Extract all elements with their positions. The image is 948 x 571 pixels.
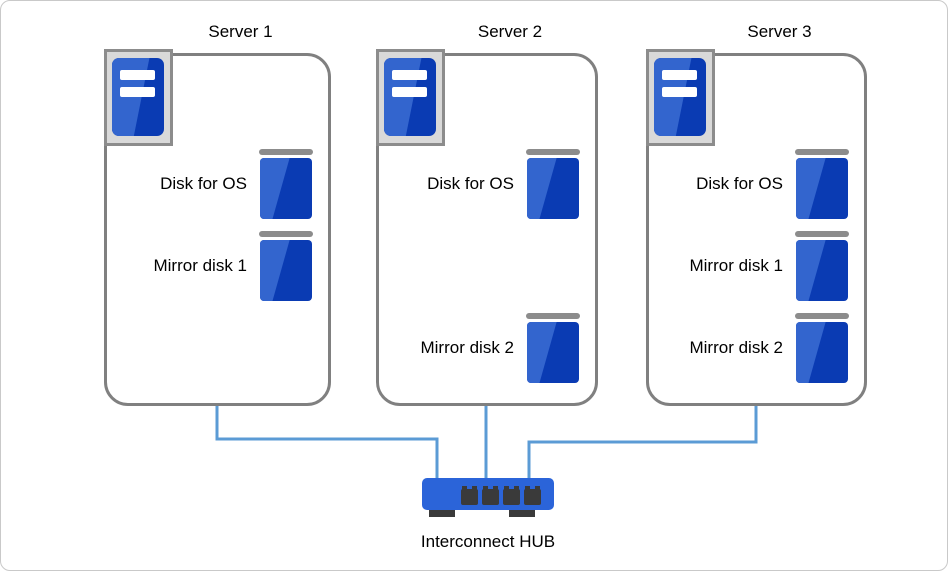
disk-icon	[259, 231, 313, 301]
disk-label: Mirror disk 2	[689, 338, 783, 357]
hub-foot	[509, 510, 535, 517]
disk-cap	[526, 313, 580, 319]
server-box: Disk for OS Mirror disk 1 Mirror disk 2	[646, 49, 867, 406]
server-box: Disk for OS Mirror disk 2	[376, 49, 598, 406]
disk-row: Mirror disk 2	[661, 313, 849, 383]
disk-cap	[259, 149, 313, 155]
disk-cap	[526, 149, 580, 155]
server-label: Server 1	[208, 22, 273, 41]
hub-port	[524, 486, 541, 505]
server-3-group: Server 3 Disk for OS Mirror disk 1	[646, 21, 867, 406]
server-tower-icon	[646, 49, 715, 146]
hub-label: Interconnect HUB	[420, 532, 556, 551]
disk-label: Disk for OS	[427, 174, 514, 193]
disk-label: Disk for OS	[696, 174, 783, 193]
disk-icon	[795, 313, 849, 383]
server-2-group: Server 2 Disk for OS Mirror disk 2	[376, 21, 598, 406]
server-label: Server 2	[477, 22, 543, 41]
disk-row: Mirror disk 1	[119, 231, 313, 301]
hub-port	[503, 486, 520, 505]
disk-label: Mirror disk 1	[689, 256, 783, 275]
disk-cap	[795, 313, 849, 319]
disk-icon	[526, 149, 580, 219]
hub-body	[422, 478, 554, 510]
disk-row: Disk for OS	[391, 149, 580, 219]
disk-icon	[526, 313, 580, 383]
network-hub-icon	[422, 478, 554, 517]
disk-row: Disk for OS	[119, 149, 313, 219]
server-tower-icon	[376, 49, 445, 146]
disk-label: Mirror disk 1	[153, 256, 247, 275]
hub-port	[461, 486, 478, 505]
hub-port	[482, 486, 499, 505]
disk-row: Mirror disk 1	[661, 231, 849, 301]
connector-server-3-hub	[527, 405, 758, 481]
disk-cap	[795, 149, 849, 155]
disk-icon	[795, 231, 849, 301]
disk-cap	[795, 231, 849, 237]
disk-label: Disk for OS	[160, 174, 247, 193]
disk-icon	[795, 149, 849, 219]
server-box: Disk for OS Mirror disk 1	[104, 49, 331, 406]
disk-row: Mirror disk 2	[391, 313, 580, 383]
server-label: Server 3	[747, 22, 812, 41]
server-tower-icon	[104, 49, 173, 146]
connector-server-1-hub	[215, 405, 439, 481]
hub-foot	[429, 510, 455, 517]
disk-row: Disk for OS	[661, 149, 849, 219]
disk-cap	[259, 231, 313, 237]
disk-label: Mirror disk 2	[420, 338, 514, 357]
server-1-group: Server 1 Disk for OS Mirror disk 1	[104, 21, 331, 406]
disk-icon	[259, 149, 313, 219]
